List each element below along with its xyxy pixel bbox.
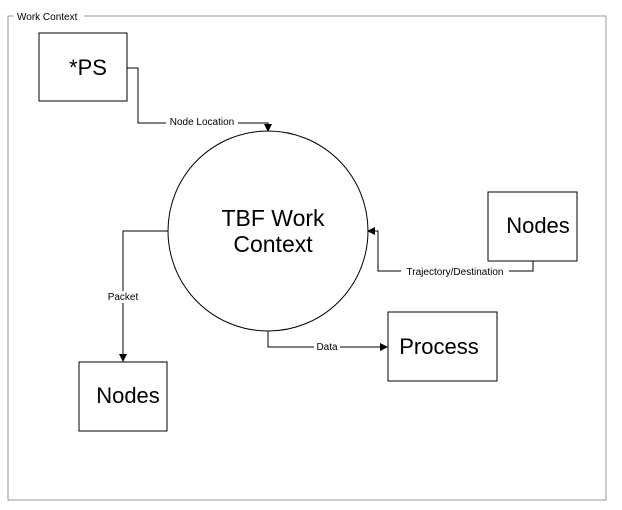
flow-label-bg-packet (105, 291, 141, 303)
nodes-left-label: Nodes (96, 383, 160, 408)
nodes-right-box (487, 191, 578, 262)
frame-title: Work Context (17, 12, 78, 23)
center-label-line2: Context (233, 231, 313, 257)
flow-label-bg-data (314, 341, 340, 353)
flow-packet (119, 230, 168, 362)
flow-trajectory (367, 227, 534, 272)
flow-data (267, 331, 388, 351)
flow-label-node-location: Node Location (170, 117, 235, 128)
flow-label-data: Data (316, 342, 338, 353)
flow-label-bg-node-location (166, 116, 238, 128)
flow-label-packet: Packet (108, 292, 139, 303)
work-context-frame (7, 15, 607, 501)
flow-node-location (127, 67, 272, 132)
frame-label-bg (14, 10, 84, 22)
center-label-line1: TBF Work (221, 205, 325, 231)
nodes-right-label: Nodes (506, 213, 570, 238)
process-label: Process (399, 334, 478, 359)
flow-label-bg-trajectory (401, 265, 509, 277)
flow-label-trajectory: Trajectory/Destination (407, 267, 504, 278)
nodes-left-box (78, 361, 168, 432)
ps-box (38, 32, 128, 102)
process-box (387, 311, 498, 382)
ps-label: *PS (69, 55, 107, 80)
